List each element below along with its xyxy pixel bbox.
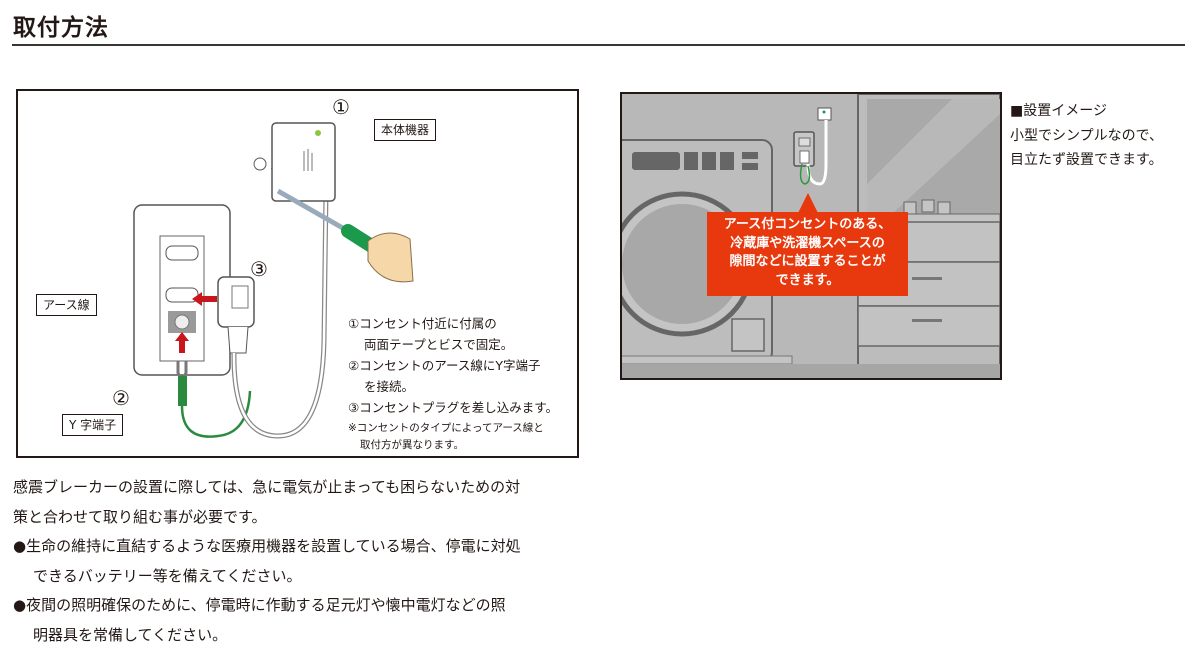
intro-line2: 策と合わせて取り組む事が必要です。 bbox=[13, 507, 267, 526]
step-2-marker: ② bbox=[112, 386, 130, 410]
installation-steps: ①コンセント付近に付属の 両面テープとビスで固定。 ②コンセントのアース線にY字… bbox=[348, 313, 558, 454]
y-terminal-label: Y 字端子 bbox=[62, 414, 124, 436]
screwdriver-shaft bbox=[276, 188, 350, 234]
caption-line1: 小型でシンプルなので、 bbox=[1010, 127, 1164, 144]
arrow-icon bbox=[192, 292, 217, 306]
installation-image-caption: ■設置イメージ 小型でシンプルなので、 目立たず設置できます。 bbox=[1010, 99, 1163, 173]
title-divider bbox=[12, 44, 1185, 46]
breaker-device bbox=[817, 107, 832, 121]
installation-callout: アース付コンセントのある、 冷蔵庫や洗濯機スペースの 隙間などに設置することが … bbox=[707, 212, 908, 296]
callout-line: アース付コンセントのある、 bbox=[723, 217, 892, 232]
callout-line: できます。 bbox=[775, 272, 840, 288]
note-line1: ※コンセントのタイプによってアース線と bbox=[348, 422, 544, 434]
plug-neck bbox=[227, 326, 249, 354]
note-line2: 取付方が異なります。 bbox=[360, 439, 464, 451]
installation-illustration bbox=[133, 122, 414, 439]
step-3-line1: ③コンセントプラグを差し込みます。 bbox=[348, 400, 558, 415]
outlet-socket-top bbox=[165, 245, 199, 261]
precautions-text: 感震ブレーカーの設置に際しては、急に電気が止まっても困らないための対 策と合わせ… bbox=[13, 473, 588, 650]
room-illustration bbox=[622, 94, 1000, 378]
hand bbox=[367, 232, 414, 283]
step-2-line2: を接続。 bbox=[364, 379, 415, 394]
installation-diagram: ① ③ ② 本体機器 アース線 Y 字端子 ①コンセント付近に付属の 両面テープ… bbox=[16, 89, 579, 458]
page-title: 取付方法 bbox=[13, 15, 109, 41]
led-icon bbox=[315, 130, 321, 136]
intro-line1: 感震ブレーカーの設置に際しては、急に電気が止まっても困らないための対 bbox=[13, 478, 521, 496]
step-3-marker: ③ bbox=[250, 257, 268, 281]
step-1-line1: ①コンセント付近に付属の bbox=[348, 316, 497, 331]
outlet-socket-bottom bbox=[165, 287, 199, 303]
device-label: 本体機器 bbox=[374, 119, 437, 141]
callout-line: 冷蔵庫や洗濯機スペースの bbox=[730, 235, 885, 251]
bullet-1-line1: ●生命の維持に直結するような医療用機器を設置している場合、停電に対処 bbox=[13, 537, 521, 555]
plug-face bbox=[231, 285, 249, 309]
ground-wire-label: アース線 bbox=[36, 294, 97, 316]
arrow-icon bbox=[175, 332, 189, 353]
step-1-line2: 両面テープとビスで固定。 bbox=[364, 337, 514, 352]
bullet-2-line2: 明器具を常備してください。 bbox=[33, 625, 228, 644]
bullet-1-line2: できるバッテリー等を備えてください。 bbox=[33, 566, 302, 585]
step-2-line1: ②コンセントのアース線にY字端子 bbox=[348, 358, 541, 373]
callout-line: 隙間などに設置することが bbox=[729, 254, 886, 269]
note: ※コンセントのタイプによってアース線と 取付方が異なります。 bbox=[348, 420, 558, 454]
y-terminal-sleeve bbox=[178, 376, 187, 406]
mount-screw-icon bbox=[253, 157, 267, 171]
caption-heading: ■設置イメージ bbox=[1010, 103, 1107, 119]
bullet-2-line1: ●夜間の照明確保のために、停電時に作動する足元灯や懐中電灯などの照 bbox=[13, 596, 506, 614]
ground-screw-icon bbox=[174, 314, 190, 330]
callout-pointer bbox=[798, 193, 818, 213]
ground-wire bbox=[180, 390, 252, 438]
caption-line2: 目立たず設置できます。 bbox=[1010, 152, 1163, 168]
step-1-marker: ① bbox=[332, 95, 350, 119]
installation-image: アース付コンセントのある、 冷蔵庫や洗濯機スペースの 隙間などに設置することが … bbox=[620, 92, 1002, 380]
